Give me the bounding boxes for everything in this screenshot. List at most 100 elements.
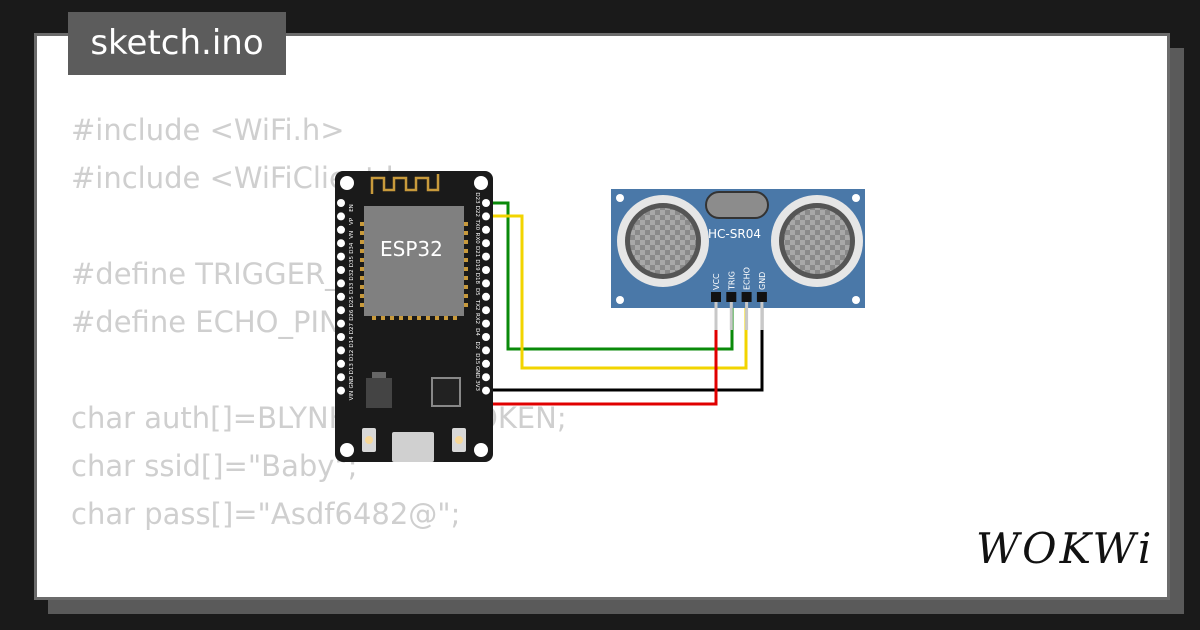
pin-hole[interactable] [337,306,345,315]
pin-label: D32 [349,269,355,280]
pin-hole[interactable] [482,212,490,221]
pin-label: D34 [349,242,355,254]
pin-label: D2 [474,342,480,350]
pin-hole[interactable] [482,386,490,395]
sensor-pin-socket [711,292,721,302]
pin-hole[interactable] [482,359,490,368]
pin-label: VIN [349,391,355,401]
esp32-module [364,206,464,316]
pin-hole[interactable] [337,319,345,328]
pin-hole[interactable] [482,373,490,382]
pin-label: VP [349,217,355,225]
pin-hole[interactable] [482,319,490,328]
pin-label: VN [349,231,355,239]
pin-hole[interactable] [482,279,490,288]
pin-label: RX2 [474,313,480,324]
mount-hole [340,176,354,190]
pin-hole[interactable] [337,292,345,301]
mount-hole [852,194,860,202]
esp32-label: ESP32 [380,237,443,261]
code-line: #include <WiFi.h> [71,113,345,147]
file-tab[interactable]: sketch.ino [68,12,286,75]
pin-hole[interactable] [337,212,345,221]
pin-hole[interactable] [482,239,490,248]
sensor-pin-socket [726,292,737,302]
pin-label: 3V3 [474,380,480,391]
code-line: BlynkTimer timer; [71,586,567,597]
pin-label: D33 [349,282,355,294]
sensor-pin[interactable] [729,302,733,330]
wires [486,201,764,406]
wire-green[interactable] [486,201,734,351]
right-pin-header: D23D22TX0RX0D21D19D18D5TX2RX2D4D2D15GND3… [474,192,490,395]
crystal [705,191,769,219]
pin-hole[interactable] [482,199,490,207]
pin-label: D13 [349,363,355,375]
regulator-tab [372,372,386,378]
pin-label: TX0 [474,218,480,230]
wire-yellow[interactable] [486,214,748,370]
pin-hole[interactable] [337,225,345,234]
sensor-pin-socket [741,292,752,302]
pin-hole[interactable] [337,373,345,382]
sensor-pin[interactable] [760,302,764,330]
pin-hole[interactable] [337,252,345,261]
sensor-pin-label: VCC [712,273,721,290]
pin-hole[interactable] [337,359,345,368]
pin-hole[interactable] [482,306,490,315]
pin-hole[interactable] [337,333,345,341]
pin-label: D21 [474,246,480,257]
pin-hole[interactable] [482,346,490,355]
pin-hole[interactable] [482,292,490,301]
pin-label: RX0 [474,233,480,245]
mount-hole [616,194,624,202]
mount-hole [474,176,488,190]
pin-label: D26 [349,309,355,321]
pin-hole[interactable] [337,346,345,355]
pin-hole[interactable] [482,333,490,341]
wire-red[interactable] [486,304,718,406]
preview-card: #include <WiFi.h>#include <WiFiClient.h>… [34,33,1170,600]
pin-hole[interactable] [337,266,345,274]
pin-label: D19 [474,259,480,271]
pin-label: D18 [474,273,480,285]
pin-label: D22 [474,206,480,217]
mount-hole [340,443,354,457]
pin-hole[interactable] [337,239,345,248]
wire-black[interactable] [486,304,764,392]
sensor-pin-label: ECHO [743,267,752,290]
code-line: char pass[]="Asdf6482@"; [71,497,461,531]
sensor-pin-label: TRIG [727,271,736,291]
sensor-label: HC-SR04 [708,227,761,241]
wokwi-logo[interactable]: WOKWi [976,524,1155,573]
pin-label: EN [349,204,355,212]
mount-hole [616,296,624,304]
pin-hole[interactable] [337,386,345,395]
sensor-pin[interactable] [745,302,749,330]
sensor-pin[interactable] [714,302,718,330]
pin-label: D14 [349,336,355,348]
pin-label: D27 [349,322,355,334]
esp32-board[interactable]: ESP32 ENVPVND34D35D32D33D25D26D27D14D12D… [335,171,493,462]
usb-port [392,432,434,462]
pin-label: TX2 [474,299,480,311]
pin-label: D25 [349,296,355,308]
pin-label: D4 [474,328,480,336]
pin-label: D23 [474,192,480,204]
pin-label: GND [474,366,480,379]
antenna-trace [370,174,440,194]
button-led [455,436,463,444]
sensor-pin-socket [756,292,767,302]
pin-hole[interactable] [482,252,490,261]
pin-hole[interactable] [482,266,490,274]
left-pin-header: ENVPVND34D35D32D33D25D26D27D14D12D13GNDV… [337,199,355,400]
pin-hole[interactable] [337,199,345,207]
pin-label: D12 [349,350,355,361]
regulator [366,378,392,408]
usb-chip [431,377,461,407]
pin-hole[interactable] [337,279,345,288]
pin-hole[interactable] [482,225,490,234]
code-line: char ssid[]="Baby"; [71,449,358,483]
